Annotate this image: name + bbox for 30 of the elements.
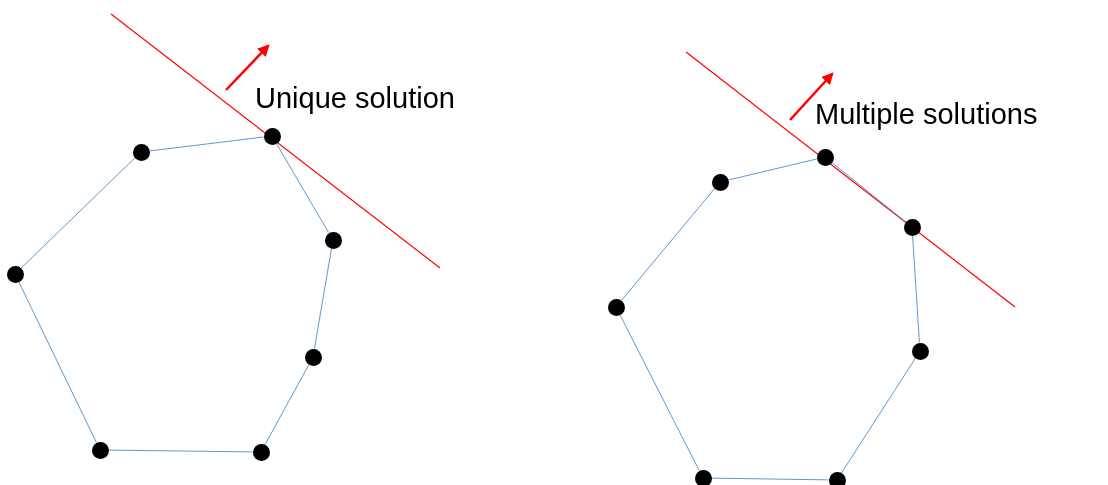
solution-label: Multiple solutions <box>815 98 1038 131</box>
polygon-edge <box>727 158 818 181</box>
vertex-dot <box>252 443 270 461</box>
vertex-dot <box>816 148 834 166</box>
polygon-edge <box>108 449 253 453</box>
polygon-edge <box>831 161 906 223</box>
vertex-dot <box>263 127 281 145</box>
polygon-edge <box>264 363 310 446</box>
vertex-dot <box>607 298 625 316</box>
polygon-edge <box>619 314 700 471</box>
polygon-edge <box>620 188 716 301</box>
vertex-dot <box>304 348 322 366</box>
vertex-dot <box>828 471 846 485</box>
vertex-dot <box>91 441 109 459</box>
vertex-dot <box>903 218 921 236</box>
polygon-edge <box>148 136 265 152</box>
solution-label: Unique solution <box>255 82 455 115</box>
polygon-edge <box>20 157 136 269</box>
polygon-edge <box>711 477 829 481</box>
vertex-dot <box>132 143 150 161</box>
vertex-dot <box>6 265 24 283</box>
polygon-edge <box>18 281 97 443</box>
polygon-edge <box>912 235 920 343</box>
vertex-dot <box>694 469 712 485</box>
polygon-edge <box>313 247 333 350</box>
vertex-dot <box>324 231 342 249</box>
polygon-edge <box>841 357 916 474</box>
polygon-edge <box>275 142 330 234</box>
vertex-dot <box>711 173 729 191</box>
vertex-dot <box>911 342 929 360</box>
